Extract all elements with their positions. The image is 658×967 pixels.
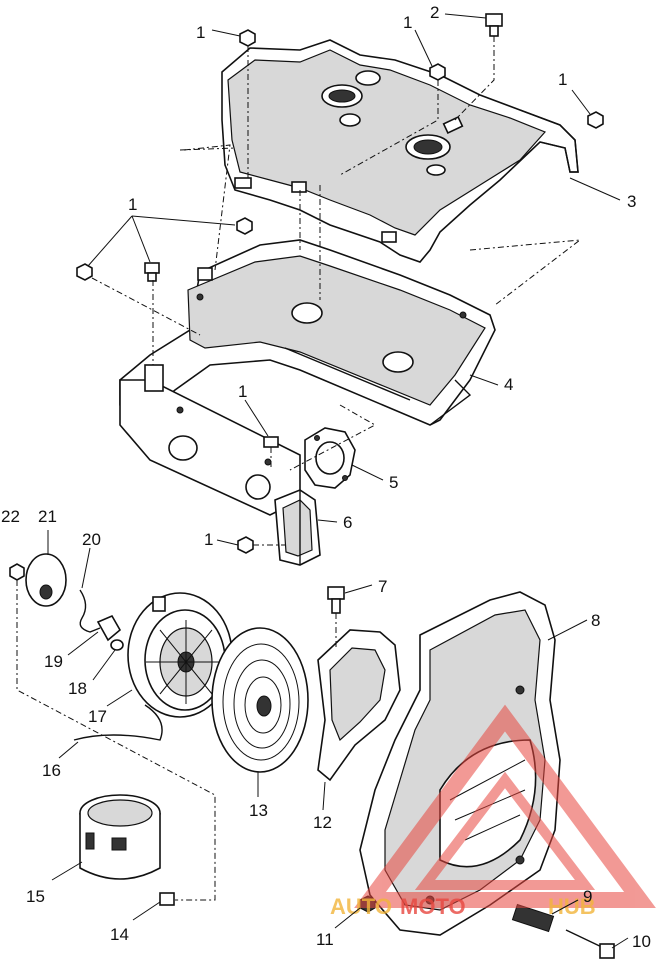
bolt-2 bbox=[485, 13, 503, 27]
nut-1b bbox=[429, 63, 446, 81]
nut-1h bbox=[237, 536, 254, 554]
nut-1d bbox=[236, 217, 253, 235]
recoil-starter-assembly bbox=[9, 553, 401, 906]
pulley-part-21 bbox=[25, 553, 67, 607]
callout-15: 15 bbox=[26, 887, 45, 906]
callout-9: 9 bbox=[583, 887, 592, 906]
nut-22 bbox=[9, 563, 25, 581]
callout-1-mid: 1 bbox=[238, 382, 247, 401]
watermark-logo bbox=[354, 704, 656, 908]
callout-10: 10 bbox=[632, 932, 651, 951]
callout-13: 13 bbox=[249, 801, 268, 820]
callout-18: 18 bbox=[68, 679, 87, 698]
watermark-auto: AUTO bbox=[330, 894, 392, 919]
bolt-1f bbox=[144, 262, 160, 274]
callout-5: 5 bbox=[389, 473, 398, 492]
callout-1-topright: 1 bbox=[558, 70, 567, 89]
callout-19: 19 bbox=[44, 652, 63, 671]
lower-frame-part-4 bbox=[119, 239, 496, 516]
rope-part-16 bbox=[73, 704, 163, 741]
watermark-moto: MOTO bbox=[400, 894, 466, 919]
callout-1-lower: 1 bbox=[204, 530, 213, 549]
callout-11: 11 bbox=[316, 930, 334, 949]
callout-1-left: 1 bbox=[128, 195, 137, 214]
nut-1a bbox=[239, 29, 256, 47]
callout-4: 4 bbox=[504, 375, 513, 394]
support-bracket-part-6 bbox=[274, 489, 321, 566]
callout-7: 7 bbox=[378, 577, 387, 596]
callout-2: 2 bbox=[430, 3, 439, 22]
callout-8: 8 bbox=[591, 611, 600, 630]
callout-20: 20 bbox=[82, 530, 101, 549]
callout-21: 21 bbox=[38, 507, 57, 526]
callout-labels: 1 2 1 1 3 1 4 1 5 1 6 22 21 20 7 8 19 18… bbox=[1, 3, 651, 951]
watermark-hub: HUB bbox=[548, 894, 596, 919]
clip-part-20 bbox=[79, 589, 101, 633]
pawl-part-19 bbox=[96, 614, 122, 642]
leader-lines bbox=[47, 13, 629, 949]
upper-shroud-part-3 bbox=[221, 39, 579, 263]
bolt-14 bbox=[159, 892, 175, 906]
bolt-7 bbox=[327, 586, 345, 600]
callout-1-topmid: 1 bbox=[403, 13, 412, 32]
callout-12: 12 bbox=[313, 813, 332, 832]
gasket-part-5 bbox=[304, 427, 356, 489]
callout-14: 14 bbox=[110, 925, 129, 944]
callout-3: 3 bbox=[627, 192, 636, 211]
callout-17: 17 bbox=[88, 707, 107, 726]
spring-part-18 bbox=[110, 639, 124, 651]
alignment-lines bbox=[16, 36, 582, 901]
fasteners bbox=[76, 13, 604, 554]
callout-16: 16 bbox=[42, 761, 61, 780]
bracket-part-9 bbox=[511, 903, 555, 933]
callout-22: 22 bbox=[1, 507, 20, 526]
callout-6: 6 bbox=[343, 513, 352, 532]
callout-1-top: 1 bbox=[196, 23, 205, 42]
nut-1e bbox=[76, 263, 93, 281]
bolt-1g bbox=[263, 436, 279, 448]
nut-1c bbox=[587, 111, 604, 129]
